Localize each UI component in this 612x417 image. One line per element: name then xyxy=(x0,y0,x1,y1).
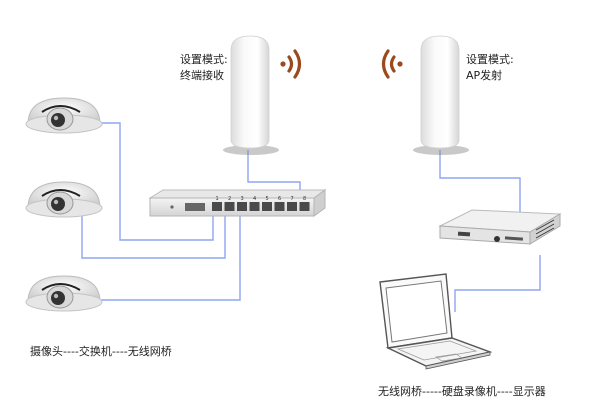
wifi-signal-icon-left xyxy=(280,49,302,79)
right-ap-device xyxy=(413,35,469,155)
left-ap-device xyxy=(223,35,279,155)
cables xyxy=(81,122,541,312)
switch-port-number: 4 xyxy=(253,196,256,202)
switch-port-8 xyxy=(299,202,310,211)
right-ap-mode-value: AP发射 xyxy=(466,69,503,82)
switch-port-number: 8 xyxy=(303,196,306,202)
cable-switch-left-ap xyxy=(247,150,301,196)
switch-port-7 xyxy=(287,202,297,211)
switch-port-1 xyxy=(212,202,222,211)
cable-right-ap-nvr xyxy=(439,150,521,215)
caption-left: 摄像头----交换机----无线网桥 xyxy=(30,345,172,358)
left-ap-mode-label: 设置模式: xyxy=(180,53,228,66)
network-switch: 1 2 3 4 5 6 7 8 xyxy=(148,189,327,217)
cable-camera2-switch xyxy=(81,207,226,259)
wifi-signal-icon-right xyxy=(381,49,403,79)
nvr-recorder xyxy=(438,209,562,245)
switch-port-number: 3 xyxy=(241,196,244,202)
right-ap-mode-label: 设置模式: xyxy=(466,53,514,66)
cable-camera3-switch xyxy=(82,214,241,301)
switch-port-number: 1 xyxy=(216,196,219,202)
switch-port-3 xyxy=(237,202,247,211)
laptop-display xyxy=(379,273,493,370)
switch-port-6 xyxy=(274,202,285,211)
camera-3 xyxy=(25,275,103,312)
switch-port-number: 2 xyxy=(228,196,231,202)
switch-port-number: 5 xyxy=(266,196,269,202)
switch-port-number: 6 xyxy=(278,196,281,202)
switch-port-4 xyxy=(249,202,260,211)
left-ap-mode-value: 终端接收 xyxy=(180,69,224,82)
switch-port-number: 7 xyxy=(291,196,294,202)
switch-port-5 xyxy=(262,202,272,211)
cable-camera1-switch xyxy=(82,122,214,241)
camera-1 xyxy=(25,97,103,134)
camera-2 xyxy=(25,181,103,218)
switch-port-2 xyxy=(224,202,235,211)
cable-nvr-laptop xyxy=(454,255,541,312)
caption-right: 无线网桥-----硬盘录像机----显示器 xyxy=(378,385,546,398)
